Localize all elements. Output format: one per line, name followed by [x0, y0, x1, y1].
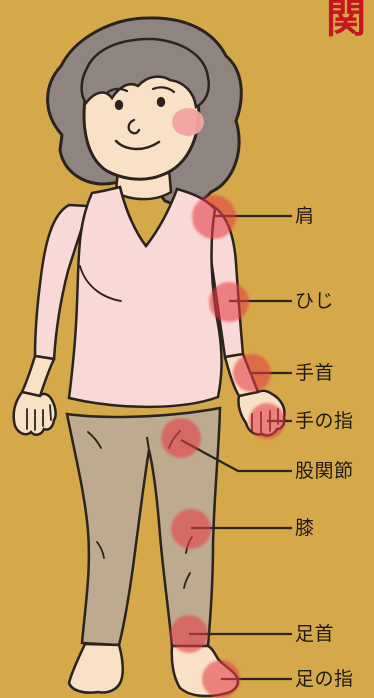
knee-label: 膝: [295, 517, 315, 539]
right-eye: [157, 97, 165, 107]
left-foot: [69, 644, 123, 693]
left-eye: [115, 100, 123, 110]
toe-label: 足の指: [295, 668, 354, 690]
heading-fragment: 関: [326, 0, 366, 42]
shoulder-marker: [192, 195, 236, 239]
hip-marker: [161, 418, 201, 458]
ankle-marker: [170, 615, 208, 653]
wrist-marker: [233, 354, 271, 392]
finger-label: 手の指: [295, 410, 354, 432]
elbow-label: ひじ: [295, 290, 334, 312]
toe-marker: [202, 660, 240, 698]
shoulder-label: 肩: [295, 205, 315, 227]
ankle-label: 足首: [295, 623, 334, 645]
left-forearm: [22, 356, 54, 396]
knee-marker: [171, 509, 211, 549]
elbow-marker: [209, 282, 249, 322]
left-cheek: [172, 108, 204, 136]
finger-marker: [249, 403, 285, 439]
wrist-label: 手首: [295, 362, 334, 384]
hip-label: 股関節: [295, 460, 354, 482]
